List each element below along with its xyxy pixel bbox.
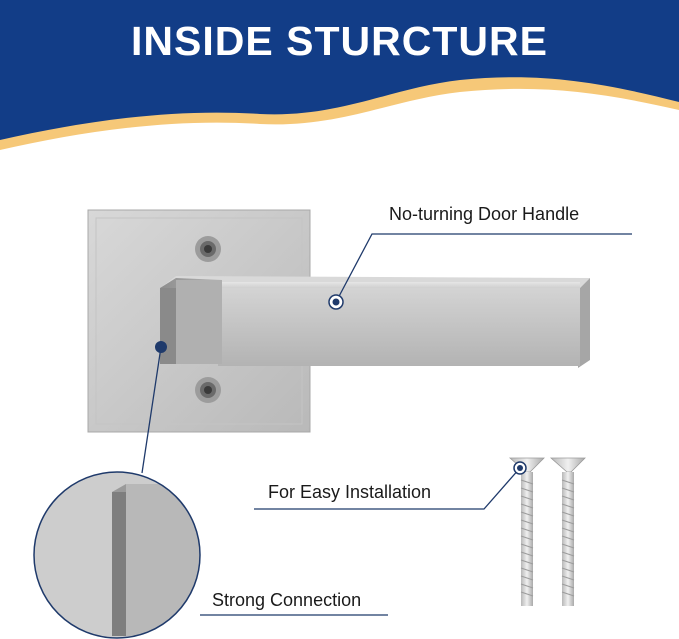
installation-leader-line xyxy=(254,467,521,510)
header-banner xyxy=(0,0,679,150)
handle-marker xyxy=(328,294,344,310)
top-screw-hole xyxy=(195,236,221,262)
screw-left xyxy=(508,457,545,606)
connection-leader-line xyxy=(141,346,162,474)
zoom-detail-circle xyxy=(33,471,201,639)
connection-marker xyxy=(155,341,167,353)
installation-marker xyxy=(513,461,527,475)
page-title: INSIDE STURCTURE xyxy=(131,18,548,64)
bottom-screw-hole xyxy=(195,377,221,403)
screw-right xyxy=(549,457,586,606)
handle-callout-label: No-turning Door Handle xyxy=(389,204,580,224)
lever-handle xyxy=(160,276,590,368)
installation-callout-label: For Easy Installation xyxy=(268,482,432,502)
connection-callout-label: Strong Connection xyxy=(212,590,362,610)
handle-leader-line xyxy=(335,233,632,303)
header-blue-fill xyxy=(0,0,679,140)
